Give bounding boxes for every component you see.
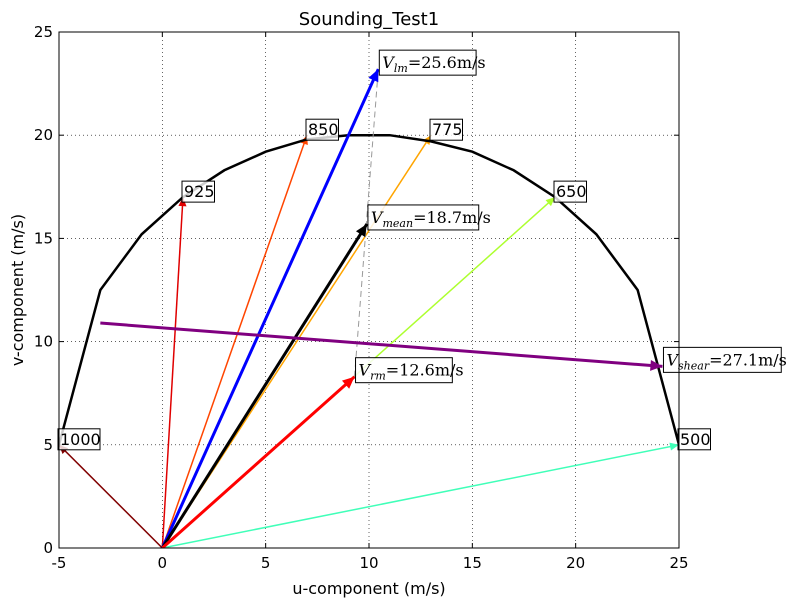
vector-label-mean: Vmean=18.7m/s bbox=[371, 208, 491, 230]
vector-mean-arrowhead bbox=[355, 223, 367, 237]
storm-motion-dashed-line bbox=[354, 69, 379, 377]
level-label: 850 bbox=[308, 120, 339, 139]
level-arrow-650-arrowhead bbox=[545, 197, 555, 207]
vector-shear-shaft bbox=[100, 321, 663, 368]
y-tick-label: 10 bbox=[34, 333, 53, 351]
level-arrow-850-shaft bbox=[161, 134, 308, 548]
y-tick-label: 20 bbox=[34, 126, 53, 144]
x-tick-label: 25 bbox=[669, 554, 688, 572]
vector-symbol: V bbox=[666, 350, 679, 369]
level-label: 1000 bbox=[60, 430, 101, 449]
y-axis-label: v-component (m/s) bbox=[8, 214, 27, 366]
x-tick-label: 5 bbox=[261, 554, 271, 572]
level-label-box bbox=[181, 180, 215, 203]
hodograph-line bbox=[59, 133, 679, 446]
level-label-box bbox=[429, 118, 463, 141]
level-label-box bbox=[553, 180, 587, 203]
level-label-box bbox=[57, 428, 101, 451]
vector-rm-shaft bbox=[161, 375, 356, 548]
level-label-box bbox=[305, 118, 339, 141]
x-tick-label: 0 bbox=[158, 554, 168, 572]
level-arrow-500-arrowhead bbox=[669, 442, 679, 451]
vector-label-lm: Vlm=25.6m/s bbox=[382, 53, 485, 75]
vector-magnitude: =27.1m/s bbox=[709, 350, 786, 369]
x-axis-label: u-component (m/s) bbox=[292, 579, 445, 598]
y-tick-label: 5 bbox=[43, 436, 53, 454]
x-tick-label: -5 bbox=[52, 554, 67, 572]
plot-frame bbox=[58, 31, 680, 549]
level-label: 925 bbox=[184, 182, 215, 201]
level-arrow-925-shaft bbox=[161, 197, 184, 548]
y-tick-label: 15 bbox=[34, 229, 53, 247]
x-tick-label: 15 bbox=[463, 554, 482, 572]
vector-subscript: mean bbox=[382, 217, 413, 230]
vector-lm-shaft bbox=[160, 68, 380, 548]
vector-symbol: V bbox=[359, 361, 372, 380]
x-tick-label: 10 bbox=[359, 554, 378, 572]
level-label: 500 bbox=[680, 430, 711, 449]
x-tick-label: 20 bbox=[566, 554, 585, 572]
level-label: 650 bbox=[556, 182, 587, 201]
vector-label-box-rm bbox=[355, 357, 453, 384]
vector-magnitude: =18.7m/s bbox=[413, 208, 491, 227]
vector-label-rm: Vrm=12.6m/s bbox=[359, 361, 464, 383]
vector-label-box-shear bbox=[662, 346, 782, 373]
level-arrow-1000-shaft bbox=[59, 444, 163, 548]
vector-symbol: V bbox=[382, 53, 395, 72]
level-arrow-500-shaft bbox=[162, 444, 679, 548]
vector-label-box-lm bbox=[378, 49, 477, 76]
y-tick-label: 25 bbox=[34, 23, 53, 41]
vector-magnitude: =25.6m/s bbox=[408, 53, 486, 72]
y-tick-label: 0 bbox=[43, 539, 53, 557]
vector-lm-arrowhead bbox=[368, 69, 379, 83]
vector-subscript: lm bbox=[394, 62, 408, 75]
vector-mean-shaft bbox=[161, 223, 369, 548]
level-label: 775 bbox=[432, 120, 463, 139]
vector-symbol: V bbox=[371, 208, 384, 227]
vector-label-shear: Vshear=27.1m/s bbox=[666, 350, 786, 372]
vector-subscript: rm bbox=[370, 370, 386, 383]
level-label-box bbox=[677, 428, 711, 451]
vector-magnitude: =12.6m/s bbox=[386, 361, 464, 380]
vector-label-box-mean bbox=[367, 204, 480, 231]
vector-rm-arrowhead bbox=[341, 376, 355, 389]
vector-subscript: shear bbox=[678, 359, 710, 372]
chart-title: Sounding_Test1 bbox=[299, 9, 439, 30]
vector-shear-arrowhead bbox=[650, 360, 663, 371]
